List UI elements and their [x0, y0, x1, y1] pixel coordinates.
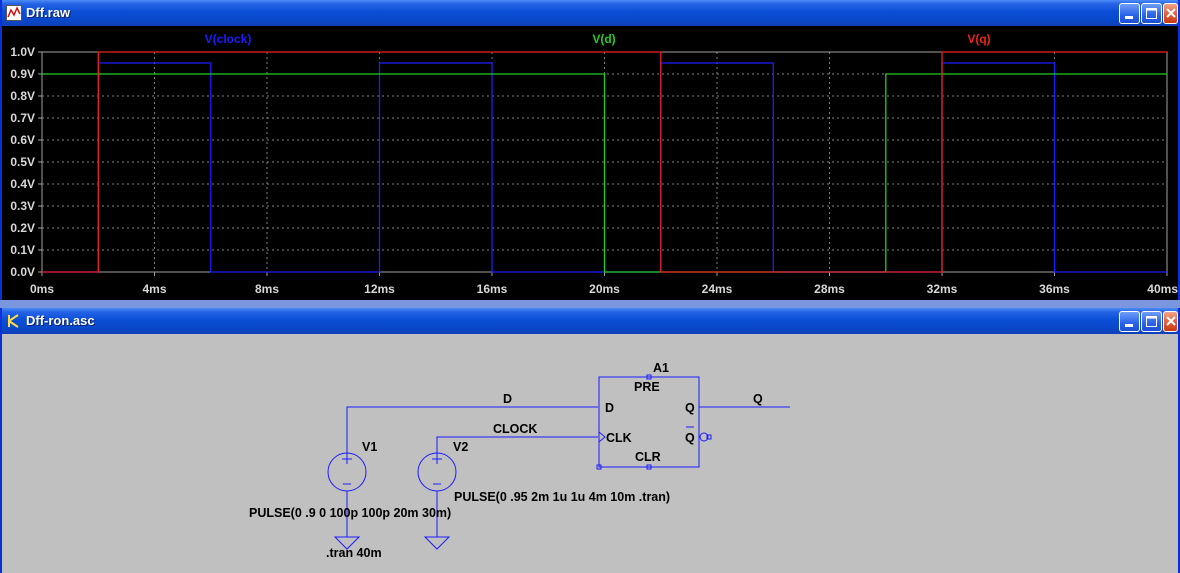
y-tick-label: 0.1V	[10, 243, 35, 257]
net-label-q[interactable]: Q	[753, 392, 763, 406]
y-tick-label: 0.3V	[10, 199, 35, 213]
close-icon	[1166, 8, 1176, 18]
wire-d[interactable]	[346, 406, 598, 461]
minimize-icon	[1125, 16, 1133, 19]
minimize-button[interactable]	[1119, 3, 1140, 24]
close-button[interactable]	[1163, 3, 1178, 24]
qbar-bubble-icon	[699, 432, 709, 442]
y-tick-label: 0.9V	[10, 67, 35, 81]
minimize-icon	[1125, 324, 1133, 327]
y-tick-label: 0.7V	[10, 111, 35, 125]
plot-window-title: Dff.raw	[26, 5, 71, 20]
minimize-button[interactable]	[1119, 311, 1140, 332]
x-tick-label: 24ms	[702, 282, 733, 296]
plot-legend: V(clock) V(d) V(q)	[205, 32, 991, 46]
plot-window: Dff.raw 0.0V 0.1V 0.2V 0.3V 0.4V 0.5V 0.6V 0.7V…	[0, 0, 1180, 300]
pin-clr[interactable]	[646, 464, 652, 470]
v2-ground-icon	[423, 536, 451, 550]
waveform-plot[interactable]: 0.0V 0.1V 0.2V 0.3V 0.4V 0.5V 0.6V 0.7V 0.8V 0.9V…	[2, 26, 1178, 300]
x-tick-label: 20ms	[589, 282, 620, 296]
x-tick-label: 36ms	[1039, 282, 1070, 296]
schematic-canvas[interactable]: A1 PRE D Q CLK Q CLR D CLOCK Q V1 V2 PUL…	[2, 334, 1178, 573]
v2-label[interactable]: V2	[453, 440, 468, 454]
close-button[interactable]	[1163, 311, 1178, 332]
component-label[interactable]: A1	[653, 361, 669, 375]
plot-window-titlebar[interactable]: Dff.raw	[2, 0, 1178, 26]
series-line-vclock[interactable]	[42, 62, 1167, 273]
trace-label-vq[interactable]: V(q)	[967, 32, 990, 46]
pin-pre[interactable]	[646, 374, 652, 380]
y-tick-label: 0.8V	[10, 89, 35, 103]
pin-label-clk: CLK	[606, 431, 632, 445]
y-tick-label: 1.0V	[10, 45, 35, 59]
plot-series	[42, 51, 1167, 273]
pin-label-q: Q	[685, 401, 695, 415]
x-tick-label: 8ms	[255, 282, 279, 296]
waveform-icon	[6, 5, 22, 21]
tran-directive[interactable]: .tran 40m	[326, 546, 382, 560]
maximize-icon	[1146, 316, 1157, 327]
maximize-button[interactable]	[1141, 311, 1162, 332]
maximize-icon	[1146, 8, 1157, 19]
v1-value[interactable]: PULSE(0 .9 0 100p 100p 20m 30m)	[249, 506, 451, 520]
y-tick-label: 0.4V	[10, 177, 35, 191]
schematic-window-title: Dff-ron.asc	[26, 313, 95, 328]
x-tick-label: 0ms	[30, 282, 54, 296]
pin-label-d: D	[605, 401, 614, 415]
schematic-icon	[8, 314, 19, 328]
schematic-drawing[interactable]: A1 PRE D Q CLK Q CLR D CLOCK Q V1 V2 PUL…	[2, 334, 1178, 573]
x-tick-label: 16ms	[477, 282, 508, 296]
close-icon	[1166, 316, 1176, 326]
y-tick-label: 0.6V	[10, 133, 35, 147]
x-tick-label: 12ms	[364, 282, 395, 296]
x-tick-label: 28ms	[814, 282, 845, 296]
pin-label-qbar: Q	[685, 431, 695, 445]
v2-value[interactable]: PULSE(0 .95 2m 1u 1u 4m 10m .tran)	[454, 490, 670, 504]
trace-label-vclock[interactable]: V(clock)	[205, 32, 252, 46]
schematic-window-titlebar[interactable]: Dff-ron.asc	[2, 308, 1178, 334]
pin-label-clr: CLR	[635, 450, 661, 464]
series-line-vq[interactable]	[42, 51, 1167, 273]
x-tick-label: 4ms	[142, 282, 166, 296]
x-tick-label: 40ms	[1147, 282, 1178, 296]
trace-label-vd[interactable]: V(d)	[592, 32, 615, 46]
plot-axes: 0.0V 0.1V 0.2V 0.3V 0.4V 0.5V 0.6V 0.7V 0.8V 0.9V…	[10, 45, 1178, 296]
clk-marker-icon	[598, 431, 606, 443]
v1-plus-icon	[342, 454, 352, 464]
pin-qbar[interactable]	[706, 434, 712, 440]
net-label-clock[interactable]: CLOCK	[493, 422, 537, 436]
v1-label[interactable]: V1	[362, 440, 377, 454]
waveform-chart[interactable]: 0.0V 0.1V 0.2V 0.3V 0.4V 0.5V 0.6V 0.7V 0.8V 0.9V…	[2, 26, 1178, 300]
x-tick-label: 32ms	[927, 282, 958, 296]
maximize-button[interactable]	[1141, 3, 1162, 24]
schematic-window: Dff-ron.asc	[0, 308, 1180, 573]
y-tick-label: 0.2V	[10, 221, 35, 235]
v1-ground-icon	[333, 536, 361, 550]
y-tick-label: 0.5V	[10, 155, 35, 169]
net-label-d[interactable]: D	[503, 392, 512, 406]
pin-label-pre: PRE	[634, 380, 660, 394]
flipflop-body[interactable]	[598, 376, 700, 468]
pin-corner[interactable]	[596, 464, 602, 470]
v2-plus-icon	[432, 454, 442, 464]
y-tick-label: 0.0V	[10, 265, 35, 279]
